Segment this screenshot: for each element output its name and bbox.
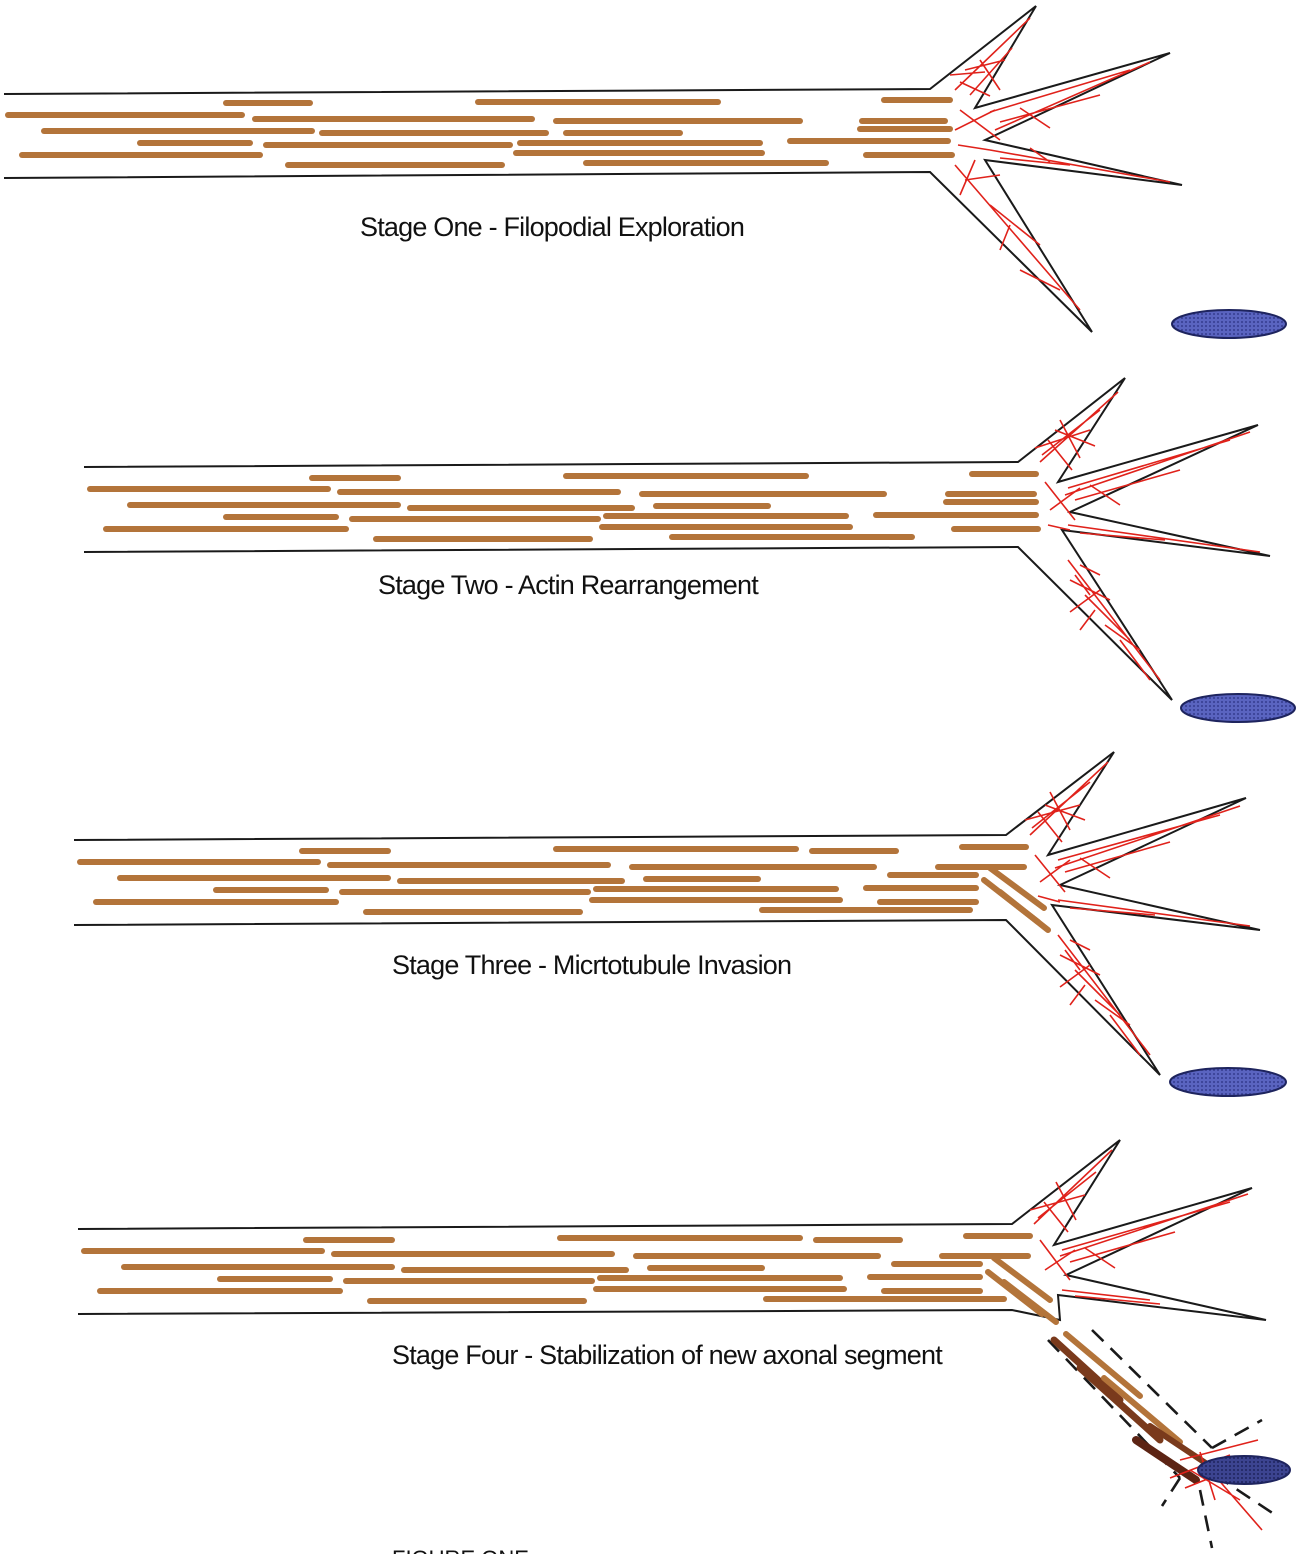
stage-caption: Stage Two - Actin Rearrangement bbox=[378, 570, 759, 600]
stage-four-diagram: Stage Four - Stabilization of new axonal… bbox=[78, 1140, 1290, 1548]
actin-filaments bbox=[1035, 392, 1260, 680]
microtubule-bundle bbox=[8, 100, 952, 165]
stage-one-diagram: Stage One - Filopodial Exploration bbox=[4, 6, 1286, 338]
target-cell bbox=[1198, 1456, 1290, 1484]
stage-caption: Stage Three - Micrtotubule Invasion bbox=[392, 950, 791, 980]
figure-label: FIGURE ONE bbox=[392, 1546, 529, 1554]
axon-membrane bbox=[74, 752, 1260, 1075]
target-cell bbox=[1170, 1068, 1286, 1096]
stage-caption: Stage One - Filopodial Exploration bbox=[360, 212, 744, 242]
microtubule-bundle bbox=[84, 1236, 1056, 1322]
microtubule-bundle bbox=[80, 847, 1048, 930]
microtubule-bundle bbox=[90, 474, 1038, 539]
target-cell bbox=[1181, 694, 1295, 722]
target-cell bbox=[1172, 310, 1286, 338]
stage-caption: Stage Four - Stabilization of new axonal… bbox=[392, 1340, 943, 1370]
stage-three-diagram: Stage Three - Micrtotubule Invasion bbox=[74, 752, 1286, 1096]
stage-two-diagram: Stage Two - Actin Rearrangement bbox=[84, 378, 1295, 722]
